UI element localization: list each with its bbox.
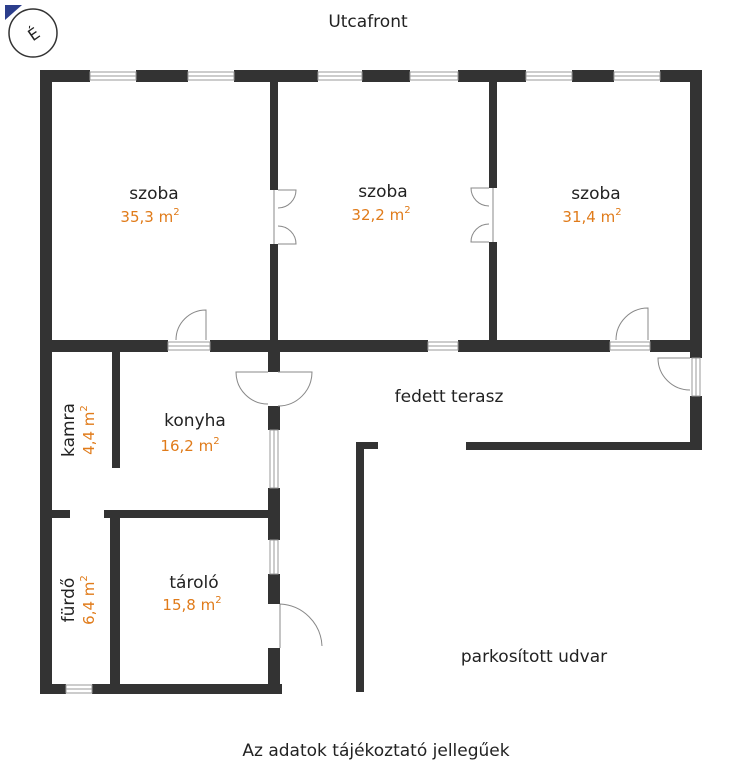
room-name: konyha bbox=[164, 411, 226, 431]
room-szoba-3: szoba 31,4 m2 bbox=[562, 184, 621, 226]
room-area: 31,4 m2 bbox=[562, 207, 621, 226]
room-area: 6,4 m2 bbox=[79, 575, 98, 625]
street-label: Utcafront bbox=[328, 12, 408, 32]
room-kamra: kamra 4,4 m2 bbox=[59, 403, 98, 457]
room-konyha: konyha 16,2 m2 bbox=[160, 411, 225, 455]
room-name: szoba bbox=[571, 184, 620, 204]
windows bbox=[65, 71, 701, 694]
room-area: 16,2 m2 bbox=[160, 436, 219, 455]
compass-icon: É bbox=[5, 5, 58, 58]
room-name: parkosított udvar bbox=[461, 647, 607, 667]
room-name: szoba bbox=[358, 182, 407, 202]
room-tarolo: tároló 15,8 m2 bbox=[162, 573, 221, 614]
walls bbox=[40, 70, 702, 694]
room-furdo: fürdő 6,4 m2 bbox=[59, 575, 98, 625]
room-area: 32,2 m2 bbox=[351, 205, 410, 224]
room-area: 35,3 m2 bbox=[120, 207, 179, 226]
room-terasz: fedett terasz bbox=[395, 387, 504, 407]
room-name: tároló bbox=[169, 573, 218, 593]
room-szoba-1: szoba 35,3 m2 bbox=[120, 184, 179, 226]
room-szoba-2: szoba 32,2 m2 bbox=[351, 182, 410, 224]
room-area: 15,8 m2 bbox=[162, 595, 221, 614]
room-area: 4,4 m2 bbox=[79, 405, 98, 455]
room-name: kamra bbox=[59, 403, 79, 457]
room-name: fedett terasz bbox=[395, 387, 504, 407]
room-name: fürdő bbox=[59, 578, 79, 623]
disclaimer: Az adatok tájékoztató jellegűek bbox=[242, 741, 509, 761]
room-udvar: parkosított udvar bbox=[461, 647, 607, 667]
room-name: szoba bbox=[129, 184, 178, 204]
doors bbox=[175, 187, 691, 648]
